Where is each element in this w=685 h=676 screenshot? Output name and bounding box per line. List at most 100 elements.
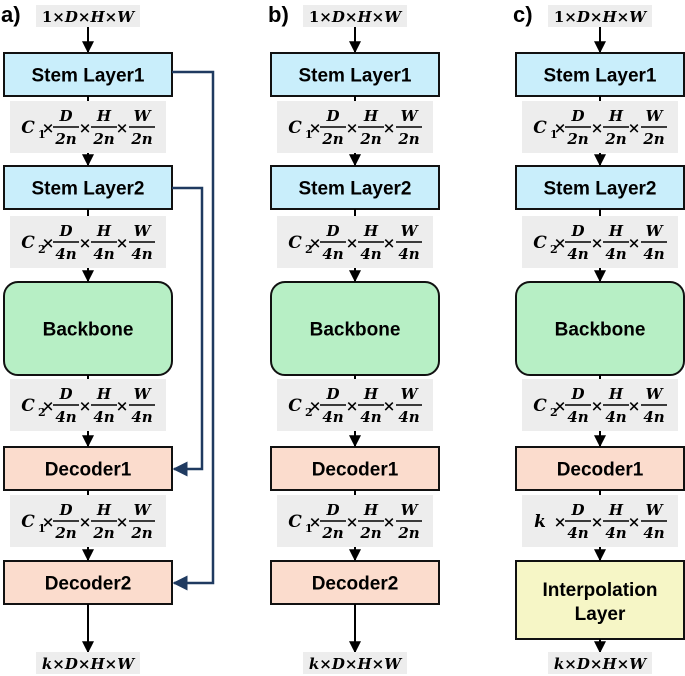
- times-symbol: ×: [309, 397, 322, 415]
- fraction-numerator: D: [325, 385, 339, 403]
- channel-subscript: 2: [550, 243, 558, 256]
- decoder-box: Decoder2: [270, 560, 440, 605]
- channel-symbol: C: [288, 512, 302, 532]
- box-label: Backbone: [310, 320, 401, 341]
- fraction-denominator: 4n: [131, 408, 152, 426]
- fraction-numerator: D: [325, 501, 339, 519]
- channel-symbol: C: [21, 396, 35, 416]
- fraction-numerator: W: [134, 107, 153, 125]
- fraction-numerator: D: [570, 222, 584, 240]
- times-symbol: ×: [116, 119, 129, 137]
- channel-subscript: 1: [550, 128, 558, 141]
- fraction-denominator: 2n: [359, 524, 381, 542]
- times-symbol: ×: [42, 513, 55, 531]
- fraction-numerator: D: [325, 107, 339, 125]
- fraction-numerator: W: [646, 107, 665, 125]
- stem-layer-box: Stem Layer2: [270, 165, 440, 210]
- fraction-denominator: 2n: [92, 130, 114, 148]
- times-symbol: ×: [79, 234, 92, 252]
- fraction-denominator: 4n: [605, 245, 626, 263]
- times-symbol: ×: [628, 119, 641, 137]
- fraction-numerator: H: [608, 107, 624, 125]
- backbone-box: Backbone: [3, 281, 173, 376]
- box-label: Stem Layer2: [543, 179, 656, 200]
- times-symbol: ×: [116, 397, 129, 415]
- channel-subscript: 2: [305, 406, 313, 419]
- panel-label: b): [268, 2, 289, 27]
- times-symbol: ×: [591, 119, 604, 137]
- fraction-denominator: 2n: [54, 524, 76, 542]
- svg-text:1×D×H×W: 1×D×H×W: [42, 8, 136, 26]
- fraction-denominator: 4n: [643, 245, 664, 263]
- fraction-numerator: H: [608, 385, 624, 403]
- fraction-numerator: H: [96, 501, 112, 519]
- fraction-numerator: W: [134, 385, 153, 403]
- times-symbol: ×: [591, 397, 604, 415]
- times-symbol: ×: [554, 234, 567, 252]
- fraction-numerator: D: [325, 222, 339, 240]
- channel-symbol: C: [533, 233, 547, 253]
- channel-subscript: 2: [38, 243, 46, 256]
- input-shape: 1×D×H×W: [36, 5, 140, 27]
- channel-symbol: C: [21, 512, 35, 532]
- channel-subscript: 1: [38, 522, 46, 535]
- fraction-denominator: 4n: [643, 408, 664, 426]
- svg-text:k×D×H×W: k×D×H×W: [42, 655, 136, 673]
- fraction-denominator: 4n: [643, 524, 664, 542]
- fraction-denominator: 4n: [567, 408, 588, 426]
- fraction-denominator: 4n: [322, 408, 343, 426]
- times-symbol: ×: [42, 119, 55, 137]
- fraction-numerator: D: [570, 107, 584, 125]
- times-symbol: ×: [383, 119, 396, 137]
- times-symbol: ×: [554, 119, 567, 137]
- decoder-box: Decoder1: [515, 446, 685, 491]
- stem-layer-box: Stem Layer1: [270, 52, 440, 97]
- times-symbol: ×: [383, 397, 396, 415]
- fraction-denominator: 2n: [92, 524, 114, 542]
- fraction-numerator: D: [58, 107, 72, 125]
- input-shape: 1×D×H×W: [303, 5, 407, 27]
- fraction-denominator: 4n: [360, 245, 381, 263]
- fraction-numerator: H: [363, 501, 379, 519]
- svg-text:k×D×H×W: k×D×H×W: [309, 655, 403, 673]
- fraction-denominator: 4n: [567, 245, 588, 263]
- fraction-denominator: 4n: [605, 524, 626, 542]
- fraction-numerator: H: [363, 222, 379, 240]
- fraction-numerator: W: [401, 501, 420, 519]
- times-symbol: ×: [309, 119, 322, 137]
- stem-layer-box: Stem Layer2: [3, 165, 173, 210]
- times-symbol: ×: [346, 397, 359, 415]
- fraction-denominator: 2n: [642, 130, 664, 148]
- fraction-denominator: 2n: [130, 524, 152, 542]
- times-symbol: ×: [309, 234, 322, 252]
- fraction-numerator: H: [608, 501, 624, 519]
- times-symbol: ×: [309, 513, 322, 531]
- times-symbol: ×: [79, 397, 92, 415]
- box-label: Decoder2: [312, 574, 399, 595]
- channel-symbol: k: [534, 512, 546, 532]
- fraction-numerator: D: [58, 222, 72, 240]
- fraction-denominator: 2n: [54, 130, 76, 148]
- box-label: Decoder1: [557, 460, 644, 481]
- skip-connections: [172, 70, 215, 591]
- box-label: Decoder1: [312, 460, 399, 481]
- fraction-denominator: 2n: [397, 524, 419, 542]
- fraction-denominator: 4n: [93, 245, 114, 263]
- fraction-numerator: W: [646, 501, 665, 519]
- output-shape: k×D×H×W: [303, 652, 407, 674]
- channel-subscript: 2: [305, 243, 313, 256]
- stem-layer-box: Stem Layer1: [3, 52, 173, 97]
- fraction-numerator: D: [570, 385, 584, 403]
- svg-text:1×D×H×W: 1×D×H×W: [309, 8, 403, 26]
- fraction-denominator: 4n: [360, 408, 381, 426]
- decoder-box: Decoder1: [3, 446, 173, 491]
- fraction-numerator: H: [363, 385, 379, 403]
